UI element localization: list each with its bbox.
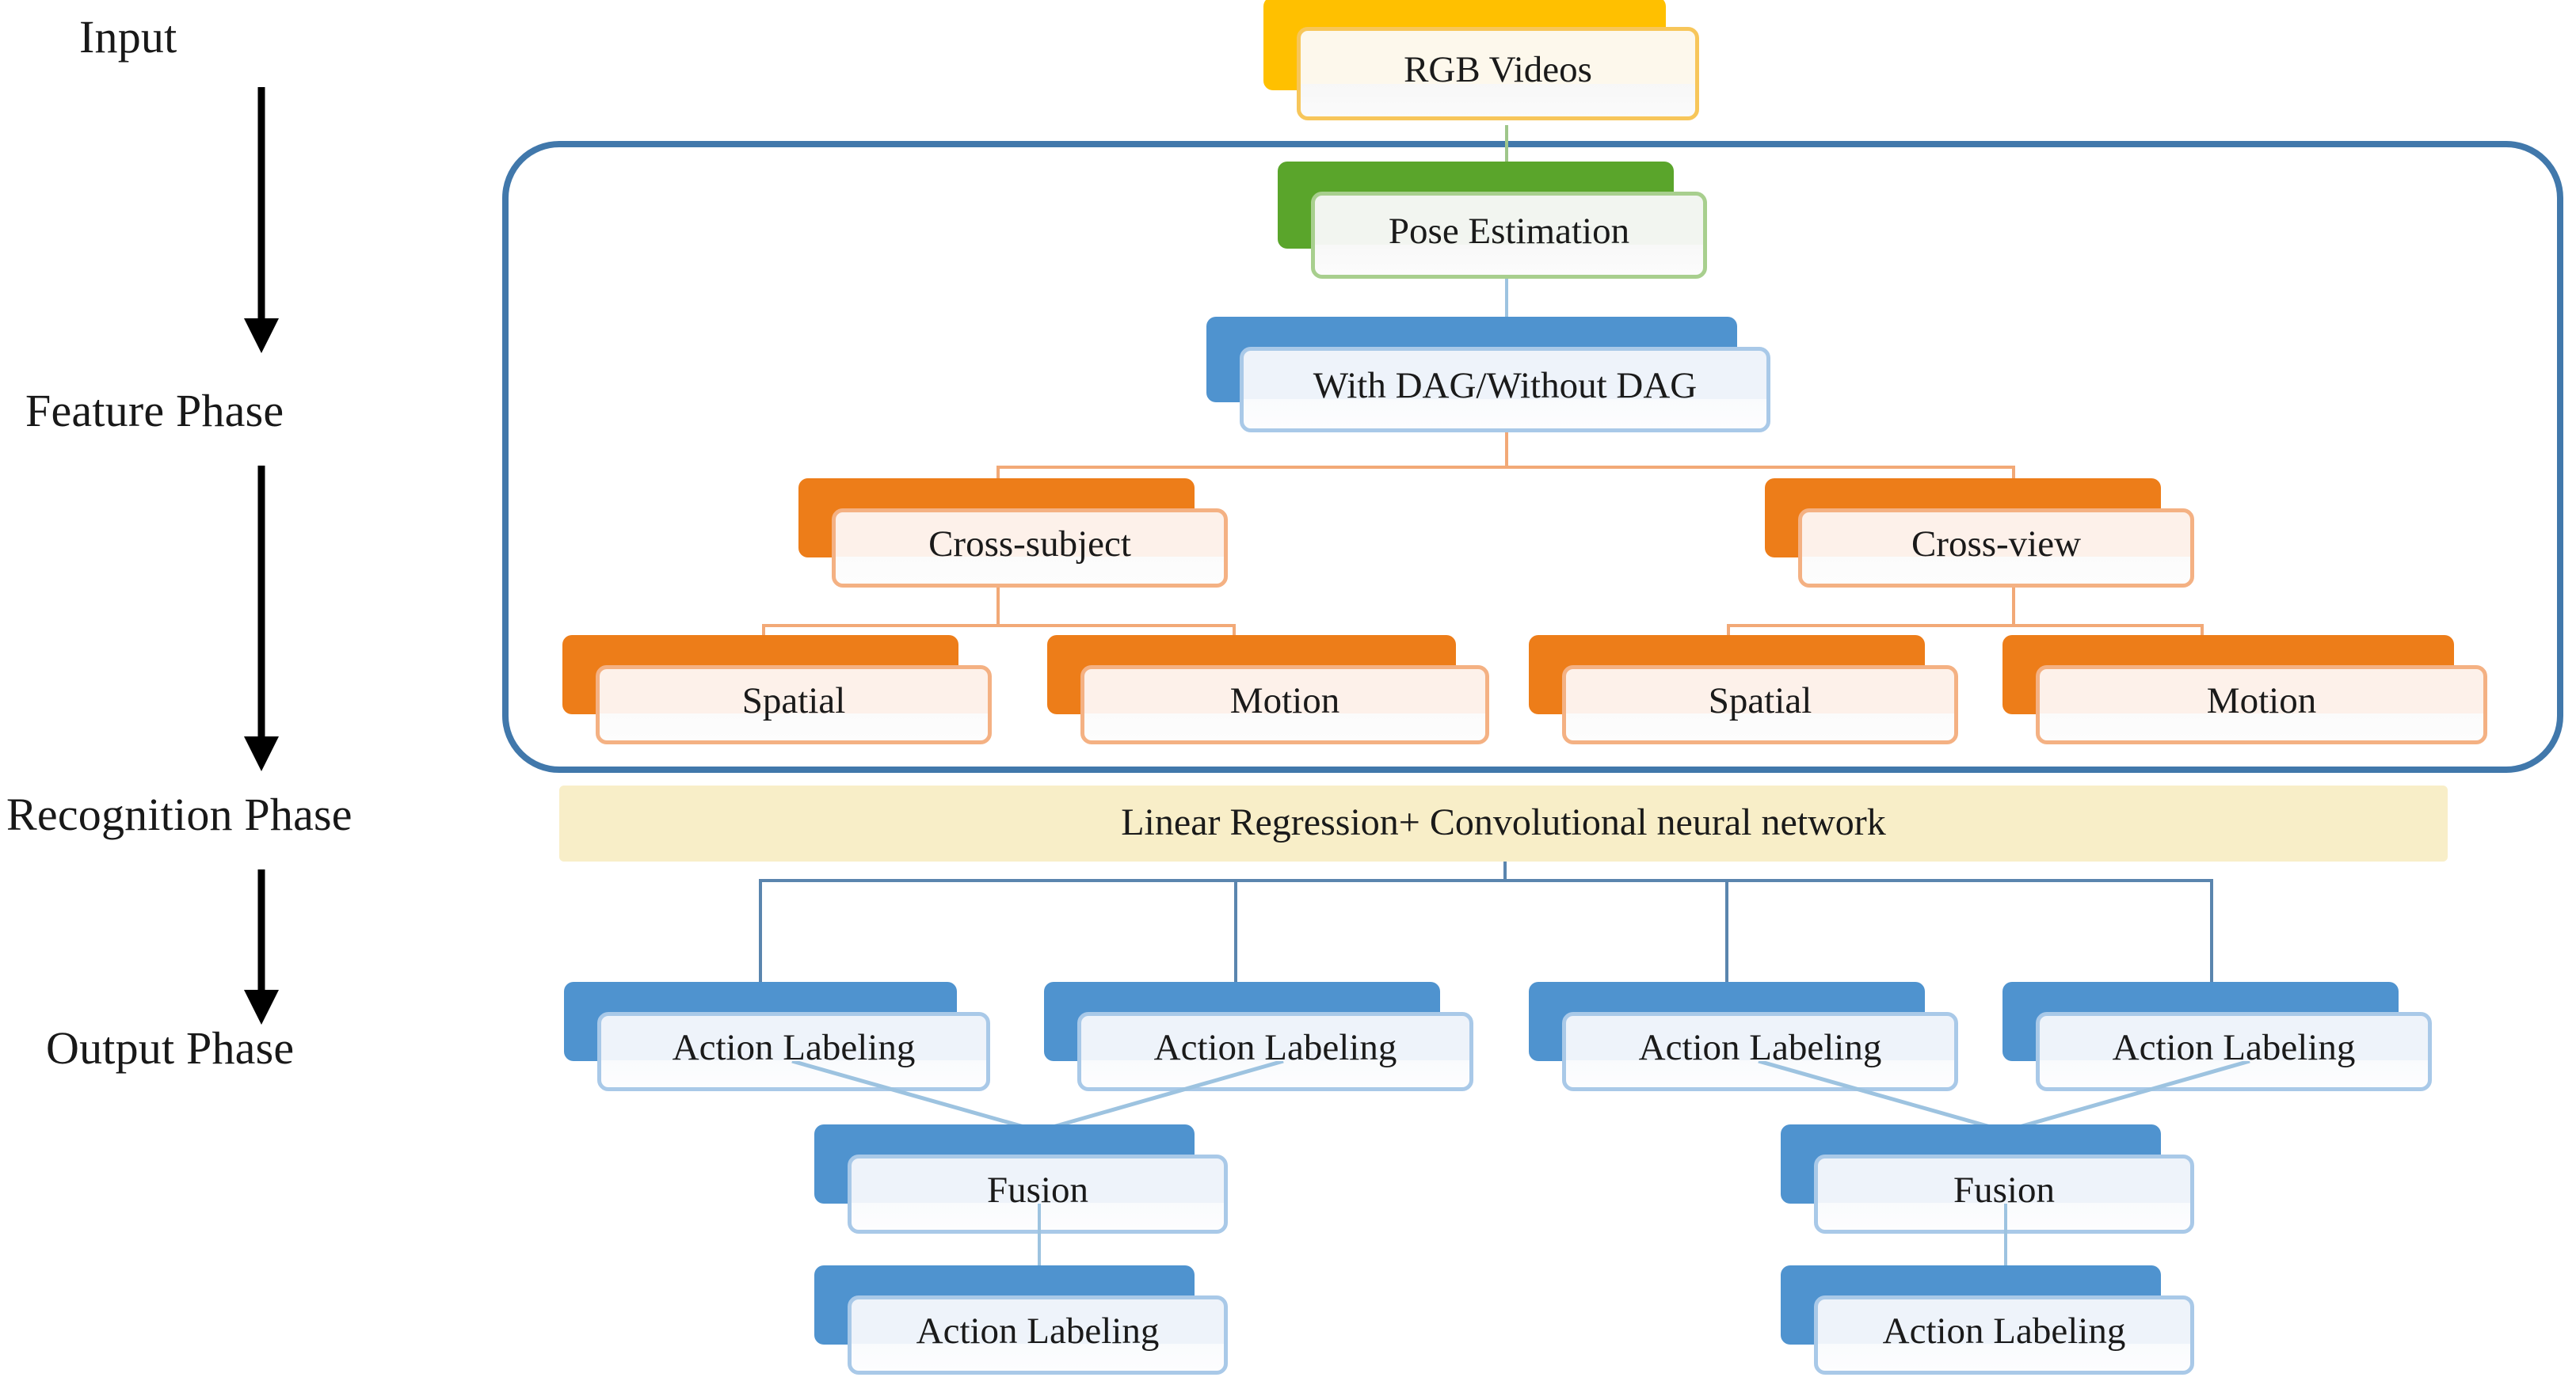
node-cross-view[interactable]: Cross-view [1765,478,2194,588]
node-spatial-cross-view[interactable]: Spatial [1529,635,1958,744]
with-dag-front-plate: With DAG/Without DAG [1240,347,1770,432]
action-labeling-final-right-front-plate: Action Labeling [1814,1295,2194,1375]
motion-cs-front-plate: Motion [1080,665,1489,744]
node-cross-subject[interactable]: Cross-subject [798,478,1228,588]
node-action-labeling-final-right[interactable]: Action Labeling [1781,1265,2194,1375]
node-pose-estimation[interactable]: Pose Estimation [1278,162,1707,279]
motion-cv-front-plate: Motion [2036,665,2487,744]
connector-withdag-split-bar [996,466,2015,469]
action-labeling-final-right-label: Action Labeling [1882,1310,2126,1352]
connector-cross-view-split-bar [1727,624,2202,627]
feature-phase-group-frame [502,141,2563,773]
flow-arrow-input-to-feature [238,87,285,360]
action-labeling-final-left-label: Action Labeling [916,1310,1160,1352]
connector-to-spatial-cv [1727,624,1730,643]
node-motion-cross-subject[interactable]: Motion [1047,635,1489,744]
connector-to-action-labeling-1 [759,879,762,983]
spatial-cs-front-plate: Spatial [596,665,992,744]
connector-to-action-labeling-2 [1234,879,1237,983]
connector-action-split-bar [759,879,2212,882]
connector-to-spatial-cs [762,624,765,643]
node-action-labeling-final-left[interactable]: Action Labeling [814,1265,1228,1375]
connector-to-action-labeling-4 [2210,879,2213,983]
action-labeling-3-label: Action Labeling [1638,1026,1882,1068]
node-motion-cross-view[interactable]: Motion [2002,635,2487,744]
node-fusion-left[interactable]: Fusion [814,1124,1228,1234]
phase-label-output-phase: Output Phase [46,1022,295,1074]
connector-cross-subject-split-bar [762,624,1234,627]
node-rgb-videos[interactable]: RGB Videos [1263,0,1699,120]
motion-cv-label: Motion [2206,679,2317,721]
action-labeling-2-front-plate: Action Labeling [1077,1012,1473,1091]
action-labeling-2-label: Action Labeling [1153,1026,1397,1068]
fusion-left-label: Fusion [987,1169,1088,1211]
phase-label-recognition-phase: Recognition Phase [6,789,352,840]
connector-fusion-left-to-final [1038,1204,1041,1267]
connector-pose-to-withdag [1505,277,1508,347]
cross-view-label: Cross-view [1911,523,2082,565]
action-labeling-4-label: Action Labeling [2112,1026,2356,1068]
connector-rgb-to-pose [1505,125,1508,190]
rgb-videos-label: RGB Videos [1404,48,1592,90]
action-labeling-3-front-plate: Action Labeling [1562,1012,1958,1091]
connector-fusion-right-to-final [2004,1204,2007,1267]
action-labeling-1-label: Action Labeling [672,1026,916,1068]
cross-subject-label: Cross-subject [928,523,1131,565]
recognition-band-label: Linear Regression+ Convolutional neural … [1121,801,1886,843]
recognition-band[interactable]: Linear Regression+ Convolutional neural … [559,786,2448,862]
spatial-cv-label: Spatial [1708,679,1812,721]
connector-withdag-down [1505,432,1508,467]
node-action-labeling-1[interactable]: Action Labeling [564,982,990,1091]
flow-arrow-recognition-to-output [238,869,285,1032]
spatial-cs-label: Spatial [741,679,846,721]
spatial-cv-front-plate: Spatial [1562,665,1958,744]
node-action-labeling-2[interactable]: Action Labeling [1044,982,1473,1091]
cross-view-front-plate: Cross-view [1798,508,2194,588]
connector-diagonals-fusion-left [760,1061,1473,1132]
cross-subject-front-plate: Cross-subject [832,508,1228,588]
pose-estimation-label: Pose Estimation [1388,210,1630,252]
action-labeling-final-left-front-plate: Action Labeling [848,1295,1228,1375]
pose-estimation-front-plate: Pose Estimation [1311,192,1707,279]
fusion-right-label: Fusion [1953,1169,2055,1211]
node-action-labeling-4[interactable]: Action Labeling [2002,982,2432,1091]
action-labeling-1-front-plate: Action Labeling [597,1012,990,1091]
node-with-dag[interactable]: With DAG/Without DAG [1206,317,1770,432]
connector-diagonals-fusion-right [1727,1061,2440,1132]
node-fusion-right[interactable]: Fusion [1781,1124,2194,1234]
connector-to-motion-cv [2201,624,2204,643]
connector-cross-subject-down [996,588,1000,626]
connector-cross-view-down [2012,588,2015,626]
fusion-left-front-plate: Fusion [848,1155,1228,1234]
connector-to-motion-cs [1233,624,1236,643]
node-action-labeling-3[interactable]: Action Labeling [1529,982,1958,1091]
connector-to-action-labeling-3 [1725,879,1728,983]
node-spatial-cross-subject[interactable]: Spatial [562,635,992,744]
rgb-videos-front-plate: RGB Videos [1297,27,1699,120]
connector-band-down [1503,862,1507,881]
phase-label-input: Input [79,11,177,63]
motion-cs-label: Motion [1229,679,1340,721]
flow-arrow-feature-to-recognition [238,466,285,778]
phase-label-feature-phase: Feature Phase [25,385,284,436]
with-dag-label: With DAG/Without DAG [1313,364,1698,406]
action-labeling-4-front-plate: Action Labeling [2036,1012,2432,1091]
